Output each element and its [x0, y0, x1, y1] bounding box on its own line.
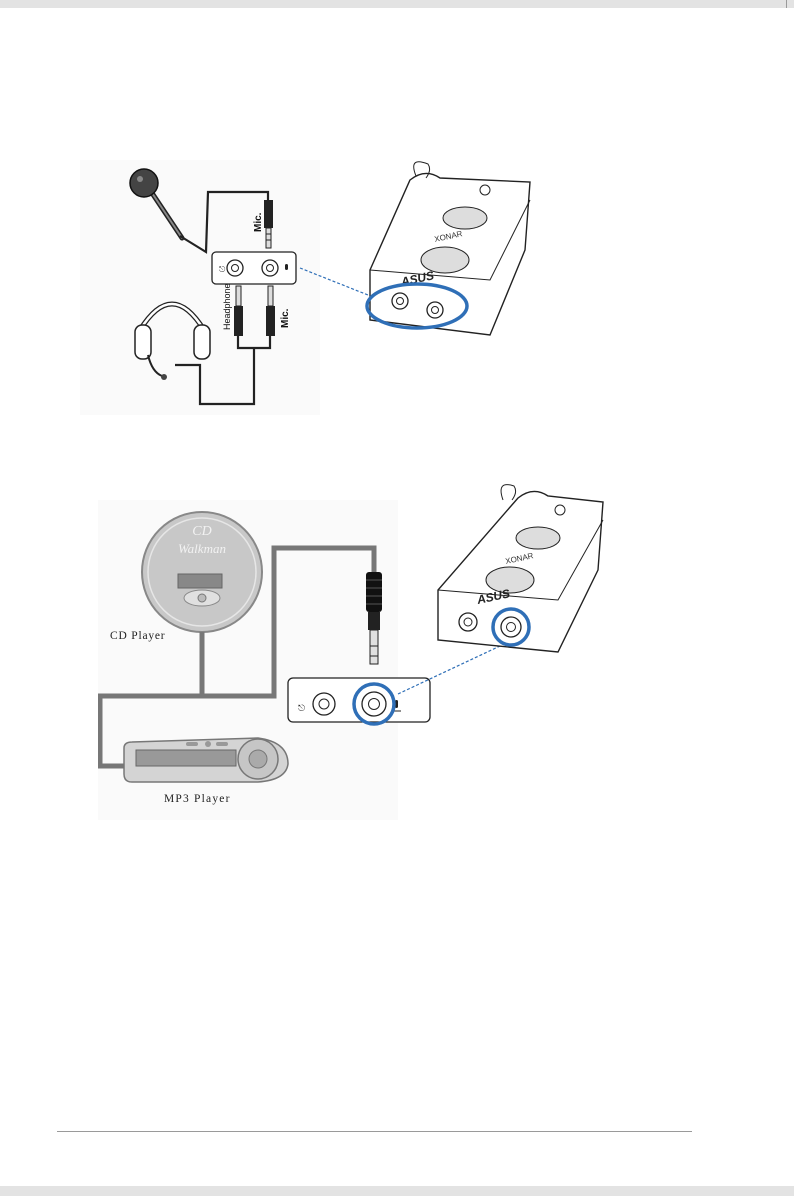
cd-player-label: CD Player: [110, 630, 165, 642]
figure-line-in-connection: CD Walkman CD Player MP3 Player ⎋: [98, 480, 618, 820]
page-top-tick: [786, 0, 787, 8]
mic-plug-label-bottom: Mic.: [280, 308, 291, 328]
mp3-player-label: MP3 Player: [164, 793, 231, 805]
cd-player-face: CD: [192, 524, 211, 539]
headphone-jack-icon: ⎋: [298, 704, 305, 714]
adapter-box: ⎋: [212, 252, 296, 284]
page-top-strip: [0, 0, 794, 8]
footer-rule: [57, 1131, 692, 1132]
xonar-device-2: XONAR ASUS: [438, 485, 603, 652]
mic-plug-label-top: Mic.: [253, 212, 264, 232]
cd-player-icon: CD Walkman: [142, 512, 262, 632]
headphone-plug-label: Headphone: [222, 283, 232, 330]
cd-player-face-2: Walkman: [178, 541, 226, 556]
xonar-device: XONAR ASUS: [370, 162, 530, 335]
figure-headset-connection: Mic. ⎋ Headphone Mic.: [80, 160, 560, 415]
mic-jack-icon: [285, 264, 288, 270]
headphone-jack-icon: ⎋: [219, 265, 226, 274]
page-bottom-strip: [0, 1186, 794, 1196]
mp3-player-icon: [124, 738, 288, 782]
